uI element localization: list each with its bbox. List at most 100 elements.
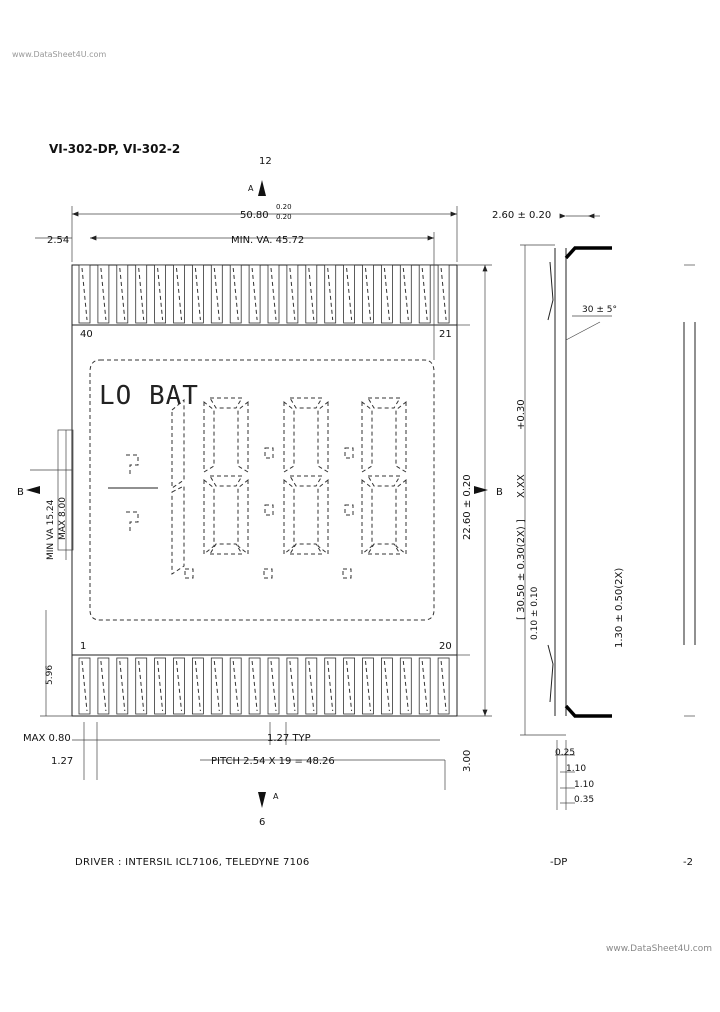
pin-bottom — [229, 657, 242, 715]
pin-bottom — [305, 657, 318, 715]
watermark-top: www.DataSheet4U.com — [12, 50, 107, 59]
decimal-point — [263, 568, 273, 579]
drawing-title: VI-302-DP, VI-302-2 — [49, 142, 181, 156]
pin-bottom — [173, 657, 185, 715]
lead-dim-110b: 1.10 — [574, 780, 595, 790]
pin-bottom — [267, 657, 280, 715]
digit-2-segment — [317, 400, 329, 473]
driver-note: DRIVER : INTERSIL ICL7106, TELEDYNE 7106 — [75, 857, 310, 868]
colon-dot — [264, 447, 274, 459]
pin-top — [78, 264, 91, 324]
pin-top — [248, 264, 261, 324]
pin-top — [191, 264, 204, 324]
pin-bottom — [248, 657, 261, 715]
pin-top-hatch — [270, 267, 277, 321]
section-bottom-number: 6 — [259, 817, 266, 828]
dim-arrowhead — [72, 211, 79, 217]
pin-top-hatch — [346, 267, 353, 321]
max-edge-dim: MAX 0.80 — [23, 733, 71, 744]
dim-arrowhead — [482, 709, 488, 716]
pin-top-hatch — [383, 267, 390, 321]
polarity-bracket — [126, 511, 139, 532]
pin-bottom-hatch — [213, 660, 220, 712]
viewing-area-outline — [89, 359, 435, 621]
colon-dot — [344, 504, 354, 516]
pin-bottom — [324, 657, 337, 715]
view-area-width-dim: MIN. VA. 45.72 — [231, 235, 305, 246]
digit-3-segment — [361, 400, 373, 473]
pin-bottom — [210, 657, 223, 715]
pin-bottom — [399, 657, 412, 715]
pin-top-hatch — [308, 267, 315, 321]
pin-bottom-hatch — [251, 660, 258, 712]
digit-1-segment — [203, 400, 215, 473]
pin-top — [418, 264, 431, 324]
lcd-glass-outline — [71, 264, 458, 717]
pin-top-hatch — [421, 267, 428, 321]
pin-bottom — [154, 657, 167, 715]
pin-top-hatch — [365, 267, 371, 321]
watermark-bottom: www.DataSheet4U.com — [606, 944, 713, 954]
pin-top-hatch — [194, 267, 201, 321]
pin-bottom — [97, 657, 110, 715]
dim-arrowhead — [482, 265, 488, 272]
digit-1-segment — [209, 397, 243, 409]
leading-one-segment — [171, 485, 185, 575]
lead-dim-035: 0.35 — [574, 795, 595, 805]
section-right-label: B — [496, 487, 503, 498]
pin-bottom — [380, 657, 393, 715]
side-angle-dim: 30 ± 5° — [582, 305, 617, 315]
pin-top — [286, 264, 299, 324]
pin-bottom-hatch — [289, 660, 296, 712]
section-arrow-bottom — [258, 792, 266, 808]
dim-arrowhead — [559, 213, 566, 219]
side-bottom-glass — [564, 704, 612, 718]
pin-bottom — [437, 657, 450, 715]
side-length-base: 0.10 ± 0.10 — [530, 586, 540, 640]
digit-3-segment — [367, 543, 401, 555]
max-height-box — [57, 429, 74, 551]
view-area-height-max: MAX 8.00 — [58, 497, 68, 540]
pin-bottom-hatch — [100, 660, 107, 712]
dim-arrowhead — [427, 235, 434, 241]
pin-width-dim: 1.27 — [51, 756, 74, 767]
dim-arrowhead — [588, 213, 595, 219]
side-bottom-lead — [547, 644, 554, 703]
pin-top-hatch — [81, 267, 88, 321]
digit-1-segment — [203, 478, 215, 556]
digit-3-segment — [367, 397, 401, 409]
pin-top-hatch — [213, 267, 220, 321]
digit-2-segment — [283, 478, 295, 556]
side-length-note: X.XX — [516, 474, 527, 498]
digit-3-segment — [395, 400, 407, 473]
pin-bottom — [343, 657, 356, 715]
pin-bottom-hatch — [402, 660, 409, 712]
pin-top-hatch — [232, 267, 239, 321]
pin-number-20: 20 — [439, 641, 452, 652]
overall-width-tol-lower: 0.20 — [276, 213, 292, 221]
section-left-label: B — [17, 487, 24, 498]
pin-top — [135, 264, 148, 324]
pin-bottom — [78, 657, 91, 715]
pin-bottom-hatch — [346, 660, 353, 712]
pin-bottom-hatch — [383, 660, 390, 712]
pin-bottom-hatch — [138, 660, 145, 712]
digit-2-segment — [283, 400, 295, 473]
section-bottom-arrow-label: A — [273, 792, 279, 801]
pin-top — [437, 264, 450, 324]
digit-3-segment — [395, 478, 407, 556]
leading-one-segment — [171, 398, 185, 489]
pin-top-hatch — [119, 267, 126, 321]
pin-bottom-hatch — [421, 660, 428, 712]
pin-top — [324, 264, 337, 324]
pin-bottom — [191, 657, 204, 715]
pin-top-hatch — [100, 267, 107, 321]
pin-bottom-hatch — [270, 660, 277, 712]
pin-top — [154, 264, 167, 324]
pin-top-hatch — [289, 267, 296, 321]
pin-bottom — [418, 657, 431, 715]
pin-top — [173, 264, 185, 324]
side-top-glass — [564, 246, 612, 260]
polarity-bracket — [126, 454, 139, 475]
pin-bottom-hatch — [327, 660, 334, 712]
